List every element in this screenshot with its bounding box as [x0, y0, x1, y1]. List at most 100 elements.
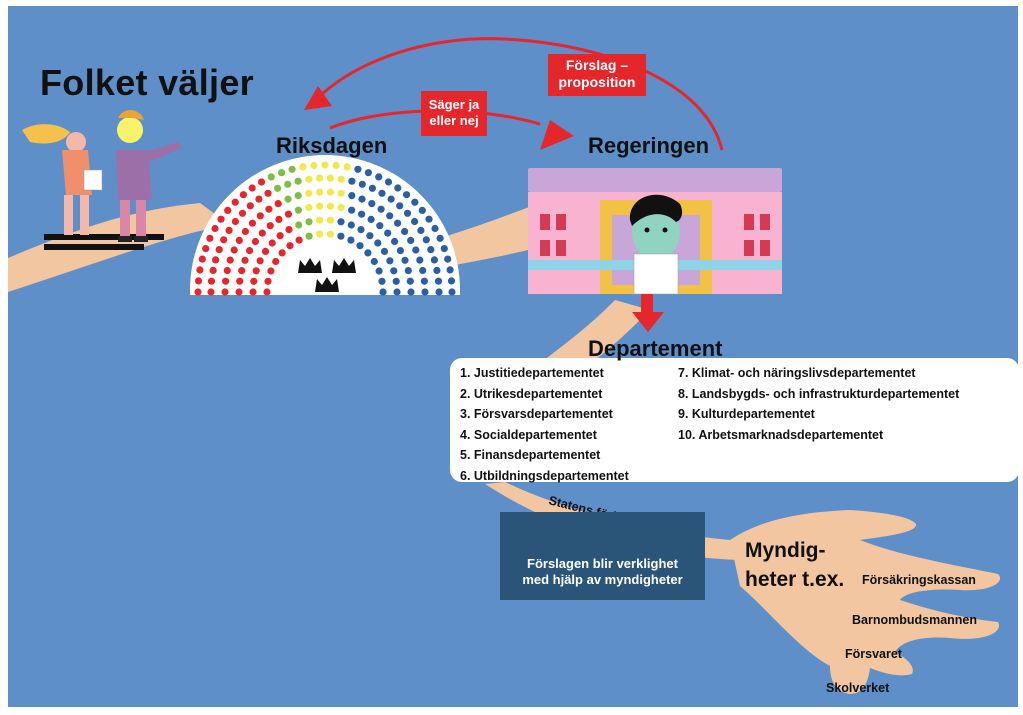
- seat-dot: [305, 218, 313, 226]
- departement-panel: [450, 358, 1019, 482]
- proposition-label: Förslag – proposition: [548, 54, 646, 96]
- seat-dot: [250, 277, 258, 285]
- seat-dot: [225, 226, 233, 234]
- seat-dot: [207, 277, 216, 285]
- seat-dot: [294, 177, 302, 185]
- seat-dot: [249, 288, 257, 296]
- seat-dot: [268, 239, 276, 247]
- seat-dot: [370, 257, 378, 266]
- seat-dot: [194, 288, 202, 296]
- seat-dot: [447, 277, 456, 285]
- seat-dot: [411, 217, 419, 226]
- seat-dot: [275, 215, 283, 223]
- departement-item: 10. Arbetsmarknadsdepartementet: [678, 427, 884, 442]
- seat-dot: [305, 175, 313, 183]
- seat-dot: [364, 169, 372, 177]
- seat-dot: [425, 215, 433, 223]
- seat-dot: [261, 247, 270, 255]
- seat-dot: [404, 267, 412, 275]
- myndighet-item: Skolverket: [826, 681, 890, 695]
- seat-dot: [337, 175, 345, 183]
- seat-dot: [394, 184, 402, 192]
- seat-dot: [246, 247, 254, 255]
- seat-dot: [264, 277, 272, 285]
- seat-dot: [305, 203, 313, 212]
- seat-dot: [222, 277, 230, 285]
- seat-dot: [354, 165, 362, 173]
- seat-dot: [294, 206, 302, 214]
- myndighet-item: Barnombudsmannen: [852, 613, 978, 627]
- seat-dot: [392, 277, 400, 285]
- seat-dot: [419, 266, 427, 275]
- seat-dot: [396, 247, 404, 255]
- seat-dot: [278, 169, 286, 177]
- seat-dot: [236, 277, 244, 285]
- seat-dot: [276, 232, 284, 240]
- minister-illustration: [629, 194, 683, 295]
- seat-dot: [416, 256, 424, 264]
- citizens-illustration: [22, 109, 182, 242]
- down-arrow-shaft: [641, 294, 653, 312]
- seat-dot: [343, 163, 351, 171]
- seat-dot: [231, 198, 239, 206]
- seat-dot: [440, 245, 448, 253]
- seat-dot: [230, 246, 238, 254]
- departement-item: 6. Utbildningsdepartementet: [460, 468, 629, 483]
- seat-dot: [396, 202, 404, 210]
- seat-dot: [305, 189, 313, 197]
- seat-dot: [251, 237, 259, 246]
- seat-dot: [263, 288, 271, 296]
- seat-dot: [206, 234, 214, 242]
- seat-dot: [194, 277, 203, 285]
- page-title: Folket väljer: [40, 62, 254, 103]
- seat-dot: [368, 184, 376, 192]
- seat-dot: [376, 222, 384, 230]
- seat-dot: [378, 189, 386, 197]
- seat-dot: [357, 226, 365, 234]
- proposition-label-line2: proposition: [558, 74, 636, 90]
- seat-dot: [430, 256, 438, 264]
- seat-dot: [422, 236, 430, 244]
- myndighet-item: Försäkringskassan: [862, 573, 976, 587]
- departement-heading: Departement: [588, 336, 723, 361]
- myndigheter-heading-line1: Myndig-: [745, 539, 826, 562]
- seat-dot: [403, 191, 411, 199]
- sager-label-line2: eller nej: [429, 113, 479, 128]
- seat-dot: [348, 192, 356, 200]
- seat-dot: [337, 232, 345, 240]
- seat-dot: [401, 256, 409, 264]
- seat-dot: [310, 161, 318, 170]
- seat-dot: [407, 288, 415, 296]
- seat-dot: [427, 246, 435, 254]
- road-arm-mid: [440, 206, 536, 268]
- seat-dot: [294, 192, 302, 200]
- seat-dot: [238, 209, 247, 217]
- seat-dot: [215, 246, 223, 254]
- proposition-label-line1: Förslag –: [565, 57, 629, 73]
- seat-dot: [209, 266, 217, 274]
- seat-dot: [366, 232, 374, 240]
- seat-dot: [403, 209, 412, 217]
- seat-dot: [326, 202, 334, 210]
- departement-item: 1. Justitiedepartementet: [460, 366, 604, 380]
- seat-dot: [316, 174, 324, 182]
- seat-dot: [207, 288, 215, 296]
- seat-dot: [284, 195, 292, 203]
- seat-dot: [326, 174, 334, 182]
- hand: [730, 510, 1001, 694]
- down-arrow-head: [632, 312, 664, 332]
- seat-dot: [272, 257, 280, 266]
- seat-dot: [420, 277, 428, 285]
- seat-dot: [231, 217, 239, 226]
- seat-dot: [266, 222, 274, 230]
- riksdagen-seats: [194, 161, 456, 296]
- seat-dot: [431, 224, 439, 233]
- seat-dot: [316, 230, 324, 238]
- seat-dot: [378, 277, 386, 285]
- seat-dot: [358, 195, 366, 203]
- departement-item: 3. Försvarsdepartementet: [460, 407, 613, 421]
- seat-dot: [202, 245, 210, 253]
- seat-dot: [284, 210, 292, 218]
- seat-dot: [348, 206, 356, 214]
